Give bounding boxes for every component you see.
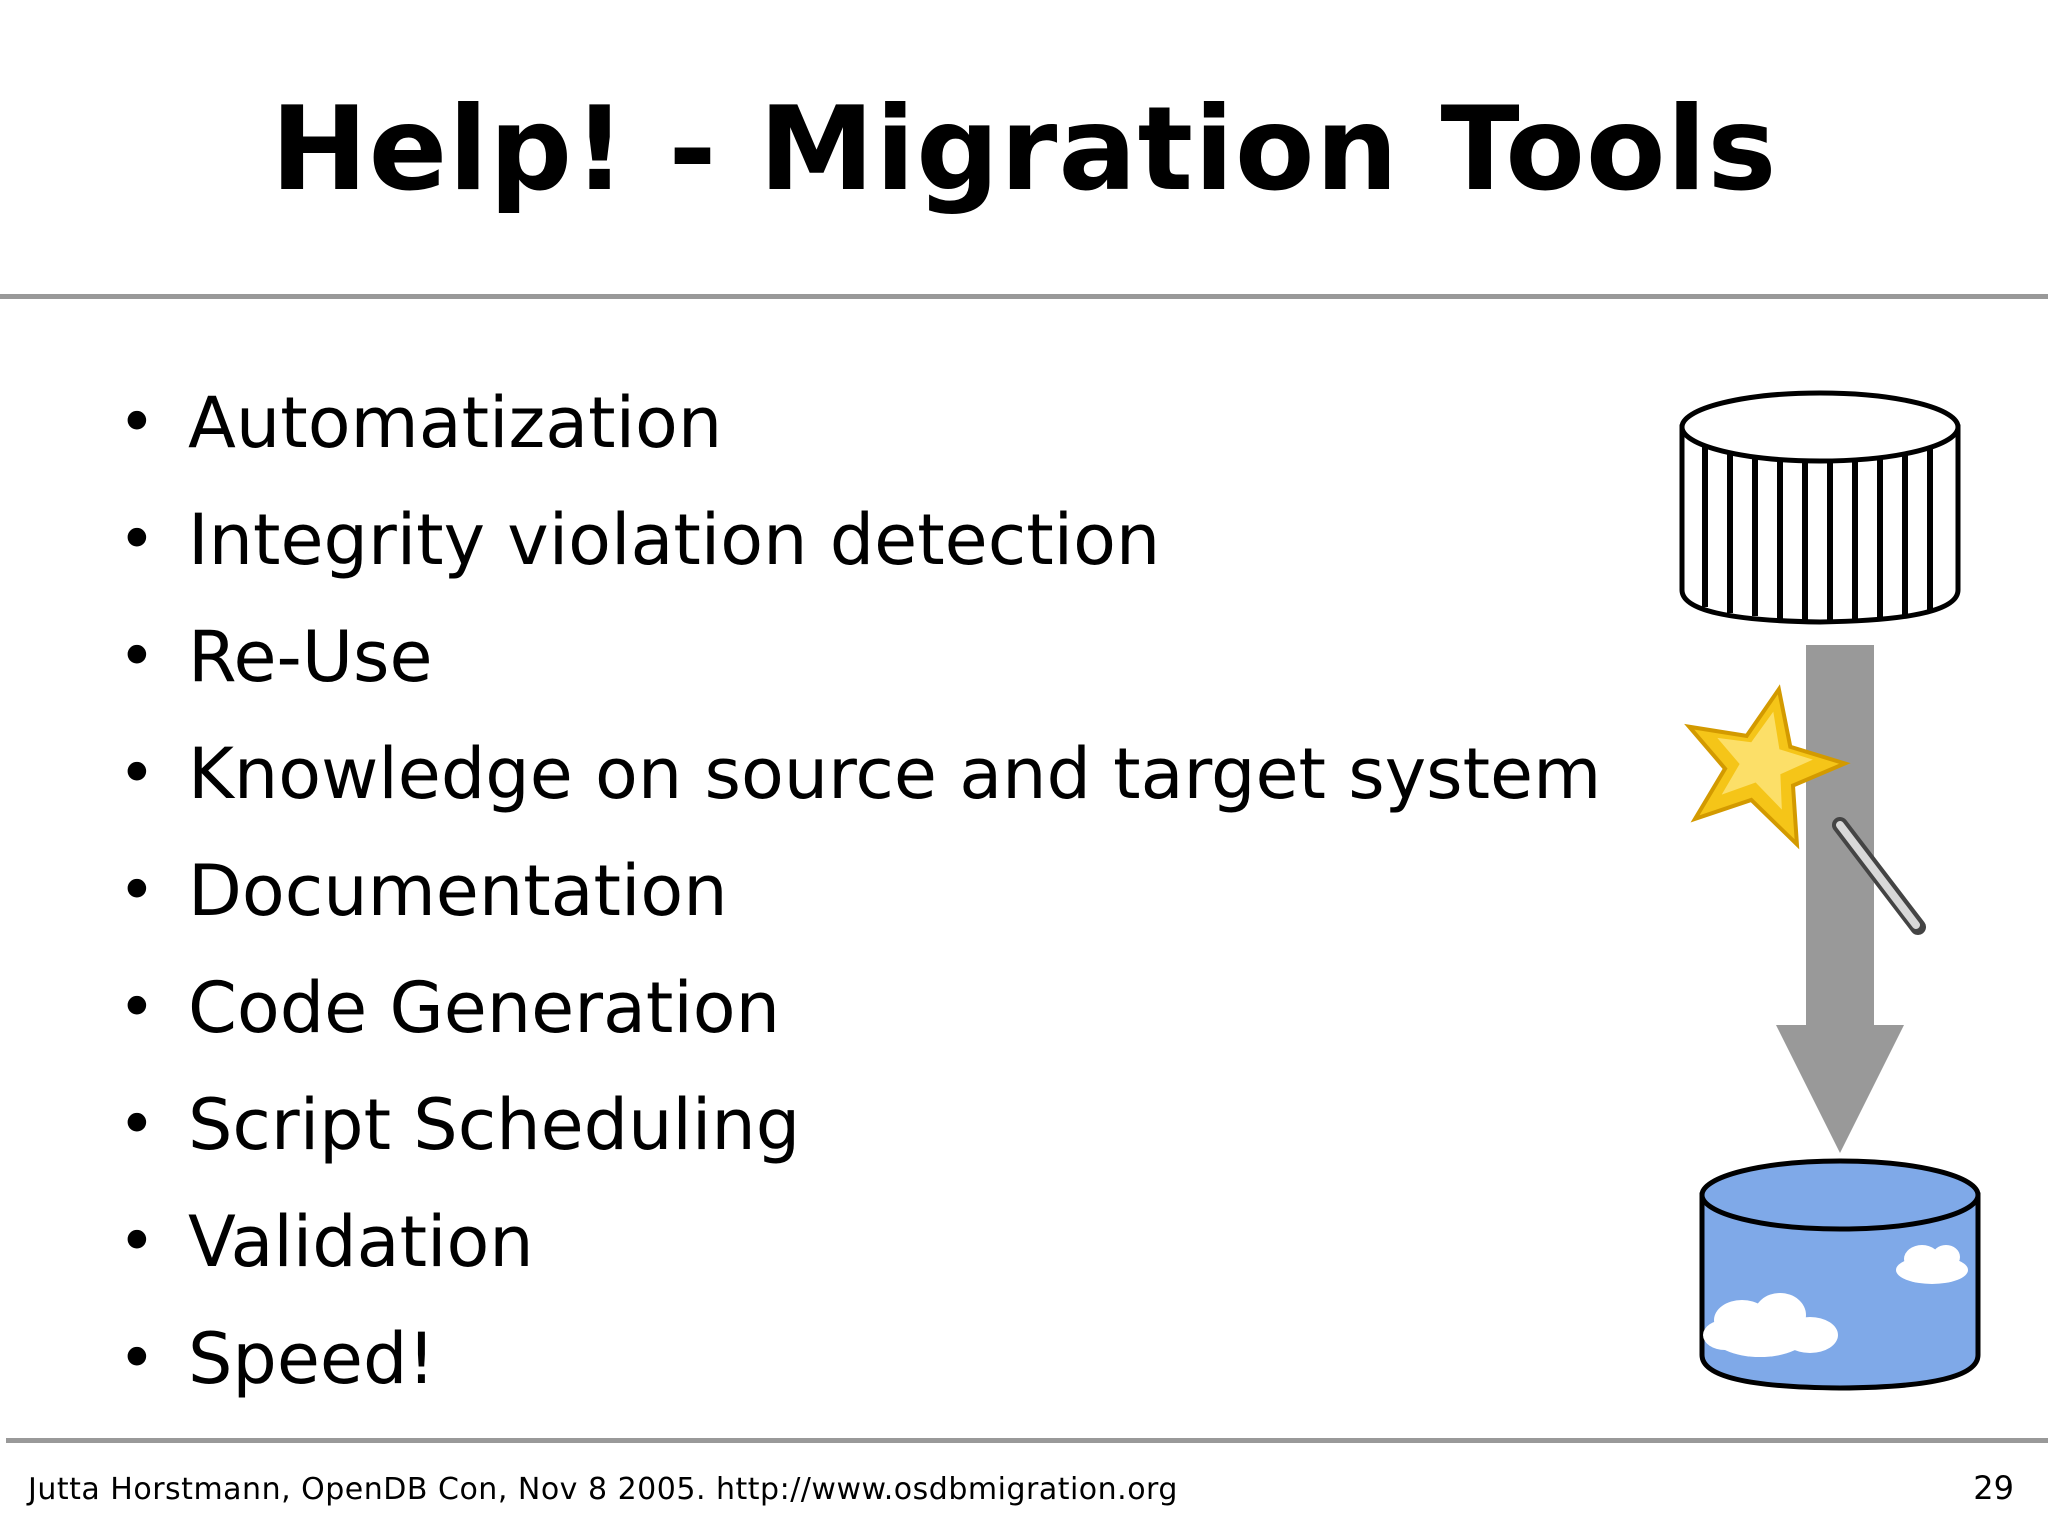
arrow-down-icon	[1776, 645, 1904, 1153]
bullet-text: Code Generation	[188, 967, 780, 1049]
target-database-icon	[1699, 1158, 1981, 1391]
page-number: 29	[1973, 1469, 2014, 1507]
bullet-text: Documentation	[188, 850, 728, 932]
bullet-dot-icon: •	[118, 386, 156, 460]
bullet-text: Knowledge on source and target system	[188, 733, 1602, 815]
bullet-dot-icon: •	[118, 854, 156, 928]
bullet-text: Re-Use	[188, 616, 433, 698]
bullet-dot-icon: •	[118, 1205, 156, 1279]
bullet-dot-icon: •	[118, 971, 156, 1045]
footer-divider	[6, 1438, 2048, 1443]
slide-title: Help! - Migration Tools	[270, 82, 1778, 217]
bullet-text: Script Scheduling	[188, 1084, 801, 1166]
bullet-text: Integrity violation detection	[188, 499, 1161, 581]
cloud-icon	[1703, 1293, 1838, 1357]
bullet-text: Speed!	[188, 1318, 436, 1400]
bullet-dot-icon: •	[118, 620, 156, 694]
source-database-icon	[1679, 390, 1961, 625]
migration-graphic	[1679, 390, 1981, 1391]
bullet-dot-icon: •	[118, 1088, 156, 1162]
bullet-dot-icon: •	[118, 503, 156, 577]
bullet-dot-icon: •	[118, 1322, 156, 1396]
bullet-text: Automatization	[188, 382, 723, 464]
magic-wand-star-icon	[1684, 684, 1926, 935]
bullet-text: Validation	[188, 1201, 534, 1283]
bullet-dot-icon: •	[118, 737, 156, 811]
title-divider	[0, 294, 2048, 299]
cloud-icon	[1896, 1245, 1968, 1284]
footer-text: Jutta Horstmann, OpenDB Con, Nov 8 2005.…	[28, 1472, 1178, 1507]
